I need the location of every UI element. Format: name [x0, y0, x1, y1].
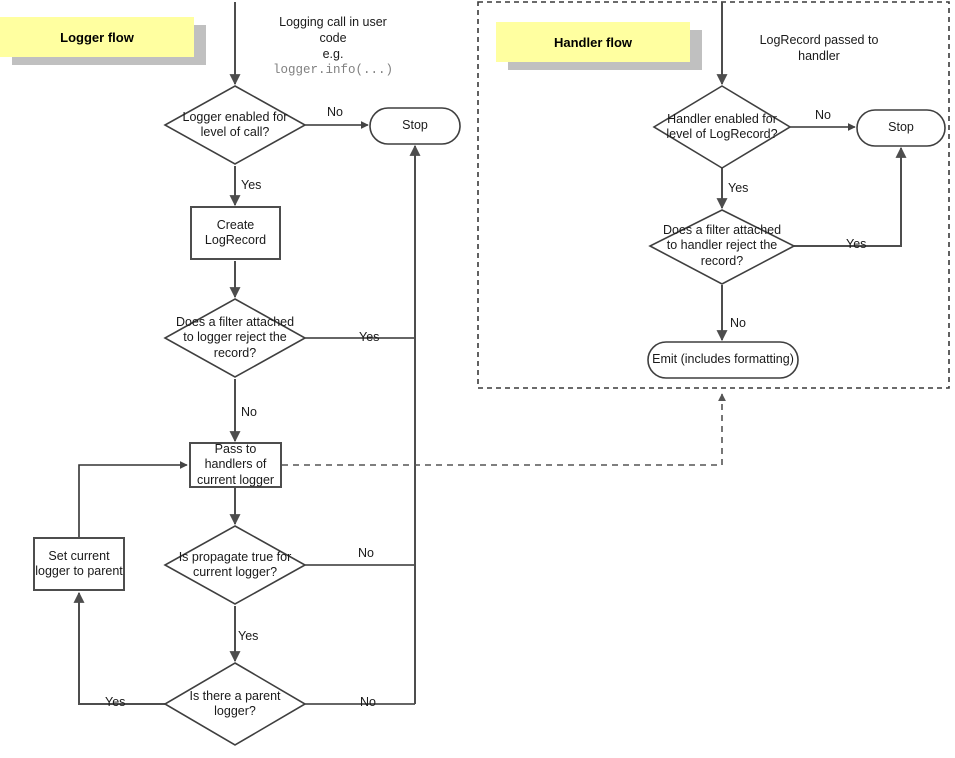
edge-label-handler-enabled-no: No	[815, 108, 831, 122]
handler-entry-line2: handler	[798, 49, 840, 63]
node-parent-logger[interactable]	[163, 662, 307, 746]
logger-flow-banner-label: Logger flow	[60, 29, 134, 45]
edge-label-parent-logger-no: No	[360, 695, 376, 709]
logger-entry-line2: code	[319, 31, 347, 45]
node-handler-stop[interactable]	[856, 109, 946, 147]
edge-label-filter-handler-no: No	[730, 316, 746, 330]
edge-pass-to-handler-flow-dashed	[282, 393, 726, 466]
handler-flow-banner: Handler flow	[496, 22, 690, 62]
edge-label-parent-logger-yes: Yes	[105, 695, 126, 709]
label-handler-enabled: Handler enabled for level of LogRecord?	[666, 111, 778, 142]
handler-flow-banner-label: Handler flow	[553, 34, 632, 50]
label-emit: Emit (includes formatting)	[652, 352, 794, 367]
logger-entry-code: logger.info(...)	[272, 63, 394, 77]
label-filter-handler: Does a filter attached to handler reject…	[662, 222, 782, 268]
node-filter-handler[interactable]	[648, 209, 796, 285]
label-logger-stop: Stop	[402, 118, 428, 133]
edge-label-handler-enabled-yes: Yes	[728, 181, 749, 195]
node-handler-enabled[interactable]	[652, 85, 792, 169]
handler-entry-line1: LogRecord passed to	[759, 33, 879, 47]
node-set-current-logger-to-parent[interactable]	[33, 537, 125, 591]
edge-filter-handler-yes-to-stop	[794, 146, 907, 247]
node-propagate[interactable]	[163, 525, 307, 605]
edge-parent-yes-to-set-parent	[73, 591, 165, 705]
label-pass-to-handlers: Pass to handlers of current logger	[196, 441, 275, 487]
label-filter-logger: Does a filter attached to logger reject …	[175, 314, 295, 360]
edge-label-logger-enabled-no: No	[327, 105, 343, 119]
label-propagate: Is propagate true for current logger?	[178, 549, 292, 580]
node-filter-logger[interactable]	[163, 298, 307, 378]
logger-entry-line3: e.g.	[322, 47, 344, 61]
edge-label-propagate-no: No	[358, 546, 374, 560]
label-logger-enabled: Logger enabled for level of call?	[182, 109, 288, 140]
node-pass-to-handlers[interactable]	[189, 442, 282, 488]
handler-flow-group-border	[477, 1, 950, 389]
edge-label-propagate-yes: Yes	[238, 629, 259, 643]
edge-set-parent-to-pass	[78, 461, 188, 538]
label-create-logrecord: Create LogRecord	[204, 217, 267, 248]
node-logger-enabled[interactable]	[163, 85, 307, 165]
handler-flow-entry-caption: LogRecord passed to handler	[729, 32, 909, 64]
logger-flow-entry-caption: Logging call in user code e.g. logger.in…	[243, 14, 423, 78]
logger-entry-line1: Logging call in user	[279, 15, 387, 29]
node-emit[interactable]	[647, 341, 799, 379]
label-set-current-logger-to-parent: Set current logger to parent	[35, 548, 123, 579]
edge-label-filter-logger-yes: Yes	[359, 330, 380, 344]
edge-label-filter-logger-no: No	[241, 405, 257, 419]
edge-label-logger-enabled-yes: Yes	[241, 178, 262, 192]
node-logger-stop[interactable]	[369, 107, 461, 145]
edge-label-filter-handler-yes: Yes	[846, 237, 867, 251]
node-create-logrecord[interactable]	[190, 206, 281, 260]
logger-flow-banner: Logger flow	[0, 17, 194, 57]
label-parent-logger: Is there a parent logger?	[189, 688, 281, 719]
label-handler-stop: Stop	[888, 120, 914, 135]
